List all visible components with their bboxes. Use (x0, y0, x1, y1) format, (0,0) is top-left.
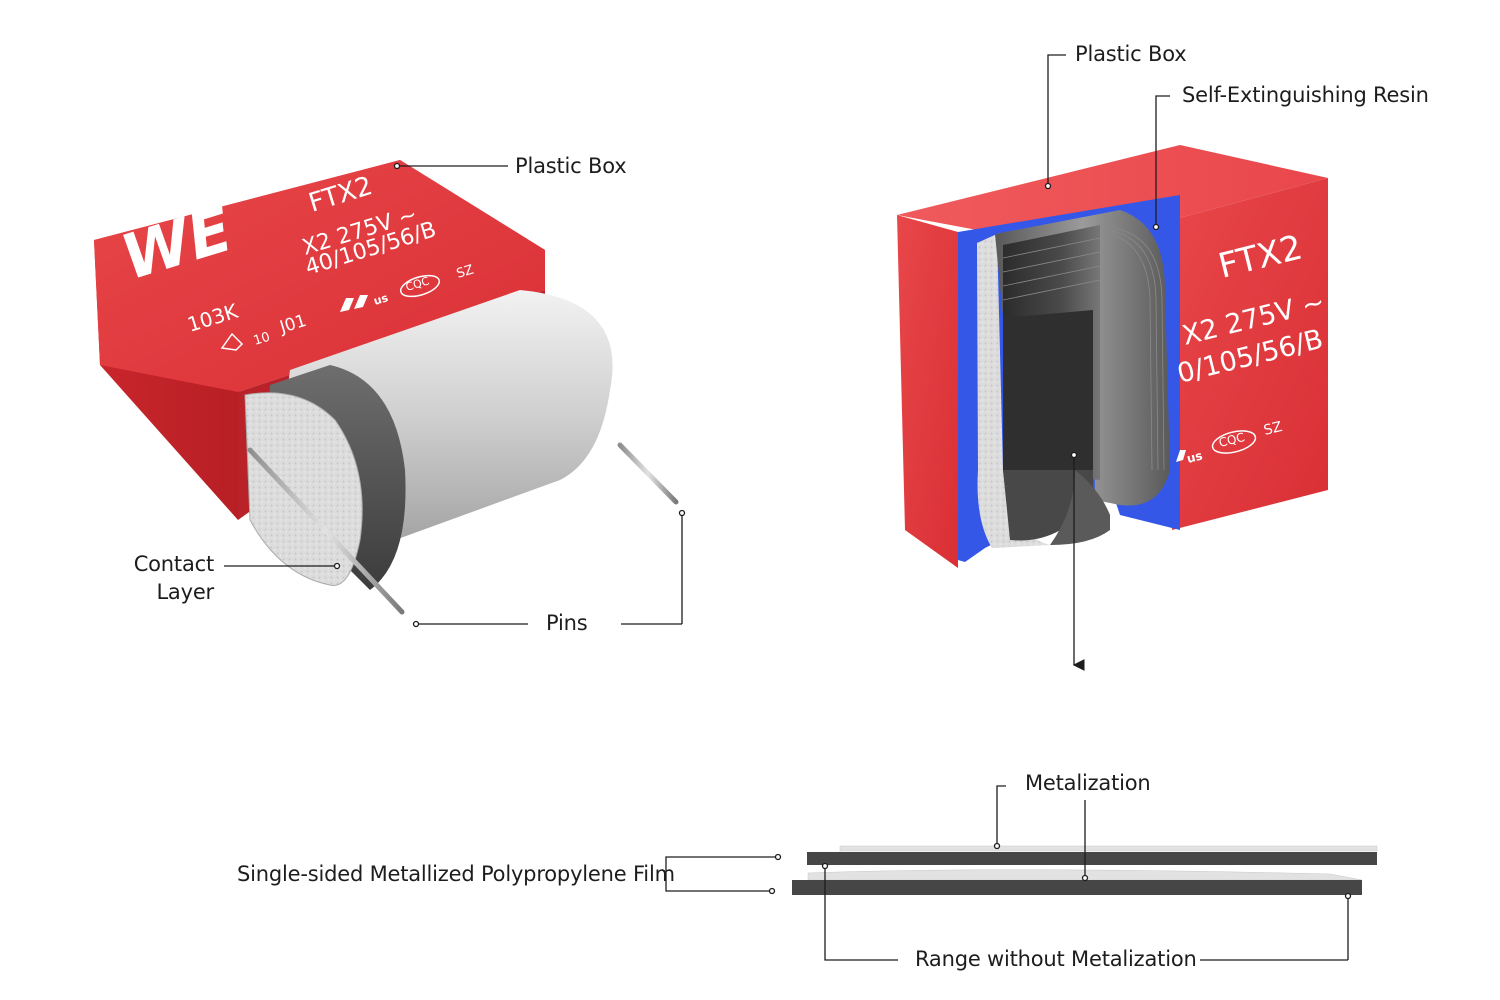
right-contact-layer (977, 234, 1050, 548)
label-film: Single-sided Metallized Polypropylene Fi… (237, 862, 675, 886)
left-pin-back (617, 442, 679, 505)
label-plastic-box-right: Plastic Box (1075, 42, 1187, 66)
film-lower (792, 880, 1362, 895)
right-box-left-wall (897, 215, 958, 568)
label-metalization: Metalization (1025, 771, 1151, 795)
left-ul-icon (340, 295, 368, 312)
left-cqc-ring (399, 274, 441, 298)
left-mark-10: 10 (252, 330, 272, 349)
right-winding-bottom-curve (1050, 470, 1110, 545)
label-contact-layer-line1: Contact (133, 552, 215, 576)
right-cqc-ring (1211, 430, 1257, 454)
left-mark-sz: SZ (455, 262, 476, 281)
film-upper (807, 852, 1377, 865)
left-vde-icon (220, 332, 244, 351)
right-winding-layers (1002, 227, 1165, 471)
label-plastic-box-left: Plastic Box (515, 154, 627, 178)
label-pins: Pins (546, 611, 588, 635)
leader-lines (224, 54, 1352, 961)
right-mark-sz: SZ (1262, 419, 1284, 439)
right-ul-icon (1176, 450, 1186, 462)
left-mark-us: us (372, 291, 390, 308)
capacitor-right: FTX2 X2 275V ~ 0/105/56/B us CQC SZ (897, 145, 1328, 635)
right-mark-us: us (1185, 449, 1204, 466)
label-self-extinguishing-resin: Self-Extinguishing Resin (1182, 83, 1429, 107)
capacitor-left: WE FTX2 X2 275V ~ 40/105/56/B 103K 10 J0… (94, 160, 679, 615)
right-box-front-face (1172, 178, 1328, 530)
left-box-label-face (94, 160, 545, 392)
label-contact-layer-line2: Layer (156, 580, 214, 604)
film-cross-section (792, 845, 1378, 895)
right-mark-cqc: CQC (1217, 430, 1246, 450)
right-winding-inner (1003, 310, 1093, 470)
left-pin-front (247, 447, 405, 615)
film-upper-metal (839, 845, 1378, 852)
right-box-top (897, 145, 1328, 240)
label-range-without-metalization: Range without Metalization (915, 947, 1197, 971)
